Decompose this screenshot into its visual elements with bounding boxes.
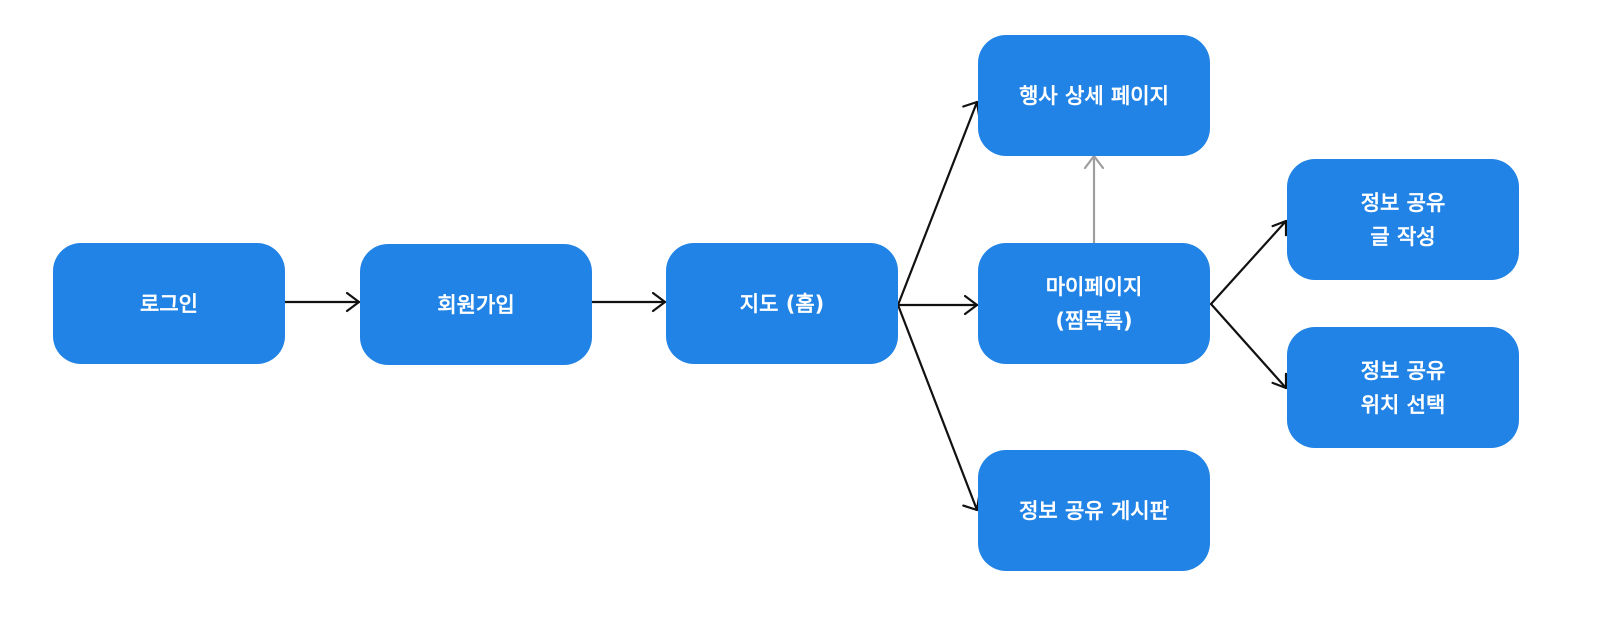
node-mypage: 마이페이지 (찜목록)	[978, 243, 1210, 364]
node-label-login: 로그인	[140, 291, 198, 316]
arrowhead-mypage-to-location	[1271, 372, 1288, 390]
node-login: 로그인	[53, 243, 285, 364]
node-map-home: 지도 (홈)	[666, 243, 898, 364]
arrowhead-mypage-to-event	[1083, 154, 1105, 170]
node-label-mypage: 마이페이지 (찜목록)	[1045, 274, 1143, 333]
node-label-info-board: 정보 공유 게시판	[1019, 498, 1169, 523]
edge-map-to-board	[896, 303, 979, 512]
node-info-write: 정보 공유 글 작성	[1287, 159, 1519, 280]
node-label-info-write: 정보 공유 글 작성	[1360, 190, 1446, 249]
node-event-detail: 행사 상세 페이지	[978, 35, 1210, 156]
arrowhead-map-to-mypage	[963, 294, 979, 316]
node-label-map-home: 지도 (홈)	[739, 291, 825, 316]
node-label-info-location: 정보 공유 위치 선택	[1360, 358, 1446, 417]
node-label-event-detail: 행사 상세 페이지	[1019, 83, 1169, 108]
arrowhead-mypage-to-write	[1271, 219, 1288, 237]
node-signup: 회원가입	[360, 244, 592, 365]
node-info-board: 정보 공유 게시판	[978, 450, 1210, 571]
edge-mypage-to-write	[1209, 219, 1288, 306]
node-label-signup: 회원가입	[437, 292, 515, 317]
arrowhead-login-to-signup	[345, 291, 361, 313]
node-info-location: 정보 공유 위치 선택	[1287, 327, 1519, 448]
edge-mypage-to-location	[1209, 302, 1288, 390]
edge-map-to-event	[896, 100, 979, 307]
arrowhead-signup-to-map	[651, 291, 667, 313]
